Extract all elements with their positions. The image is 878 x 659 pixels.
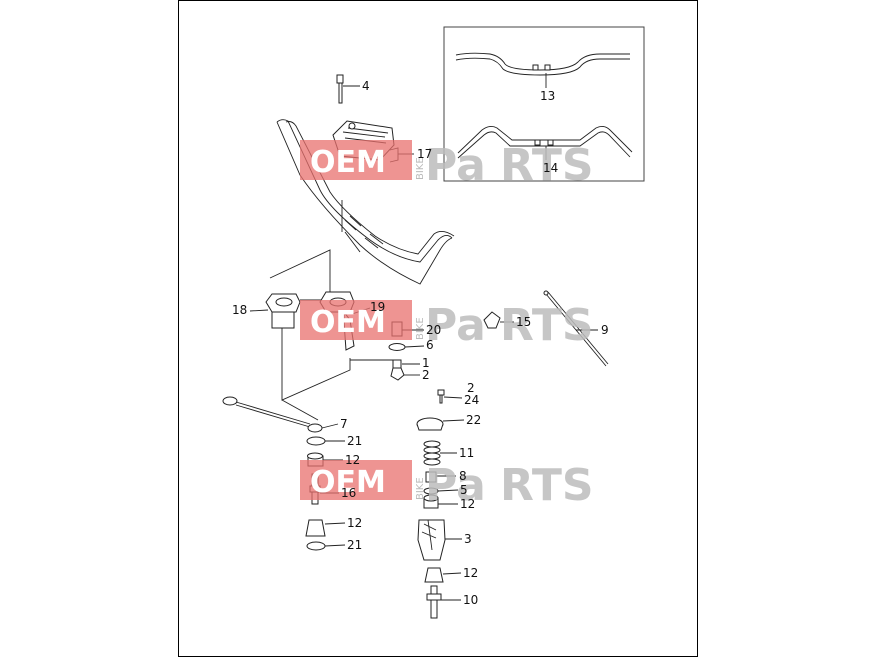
riser-18 [265, 293, 301, 329]
callout-20: 20 [426, 323, 441, 337]
nut-8 [425, 471, 437, 483]
callout-11: 11 [459, 446, 474, 460]
tie-rod-7 [222, 396, 323, 433]
clamp-15 [483, 311, 501, 329]
watermark-rts: RTS [500, 300, 594, 351]
main-handlebar [276, 119, 455, 285]
callout-8: 8 [459, 469, 467, 483]
callout-9: 9 [601, 323, 609, 337]
watermark-pa: Pa [425, 140, 486, 191]
bushing-12d [424, 567, 444, 583]
callout-15: 15 [516, 315, 531, 329]
watermark-side: BIKE [415, 157, 426, 180]
watermark-brand: OEM [310, 305, 386, 340]
watermark-1: OEM BIKE Pa RTS [300, 140, 594, 191]
cap-22 [416, 417, 444, 431]
washer-21b [306, 541, 326, 551]
inset-box [443, 26, 645, 182]
callout-22: 22 [466, 413, 481, 427]
callout-14: 14 [543, 161, 558, 175]
callout-7: 7 [340, 417, 348, 431]
watermark-pa: Pa [425, 300, 486, 351]
callout-12b: 12 [460, 497, 475, 511]
watermark-rts: RTS [500, 140, 594, 191]
washer-6 [388, 343, 406, 351]
callout-24: 24 [464, 393, 479, 407]
stud-10 [426, 585, 442, 619]
handlebar-14 [457, 125, 633, 159]
watermark-rts: RTS [500, 460, 594, 511]
callout-2a: 2 [422, 368, 430, 382]
callout-16: 16 [341, 486, 356, 500]
handlebar-13 [455, 52, 630, 76]
washer-21a [306, 436, 326, 446]
callout-19: 19 [370, 300, 385, 314]
bushing-12c [423, 494, 439, 509]
callout-4: 4 [362, 79, 370, 93]
bolt-4 [336, 74, 344, 104]
nut-1 [390, 359, 405, 381]
watermark-side: BIKE [415, 477, 426, 500]
bushing-12b [305, 519, 326, 537]
callout-21a: 21 [347, 434, 362, 448]
callout-3: 3 [464, 532, 472, 546]
watermark-pa: Pa [425, 460, 486, 511]
watermark-3: OEM BIKE Pa RTS [300, 460, 594, 511]
callout-5: 5 [460, 483, 468, 497]
callout-12c: 12 [347, 516, 362, 530]
watermark-2: OEM BIKE Pa RTS [300, 300, 594, 351]
callout-21b: 21 [347, 538, 362, 552]
screw-24 [437, 389, 445, 404]
callout-2b: 2 [467, 381, 475, 395]
callout-18: 18 [232, 303, 247, 317]
callout-6: 6 [426, 338, 434, 352]
housing-3 [417, 519, 446, 561]
callout-10: 10 [463, 593, 478, 607]
spring-11 [423, 440, 441, 466]
callout-13: 13 [540, 89, 555, 103]
callout-labels: 4 17 13 14 18 19 20 6 1 2 15 9 2 24 7 21… [232, 79, 609, 607]
callout-1: 1 [422, 356, 430, 370]
watermark-brand: OEM [310, 145, 386, 180]
callout-17: 17 [417, 147, 432, 161]
callout-12a: 12 [345, 453, 360, 467]
callout-12d: 12 [463, 566, 478, 580]
watermark-side: BIKE [415, 317, 426, 340]
watermark-brand: OEM [310, 465, 386, 500]
